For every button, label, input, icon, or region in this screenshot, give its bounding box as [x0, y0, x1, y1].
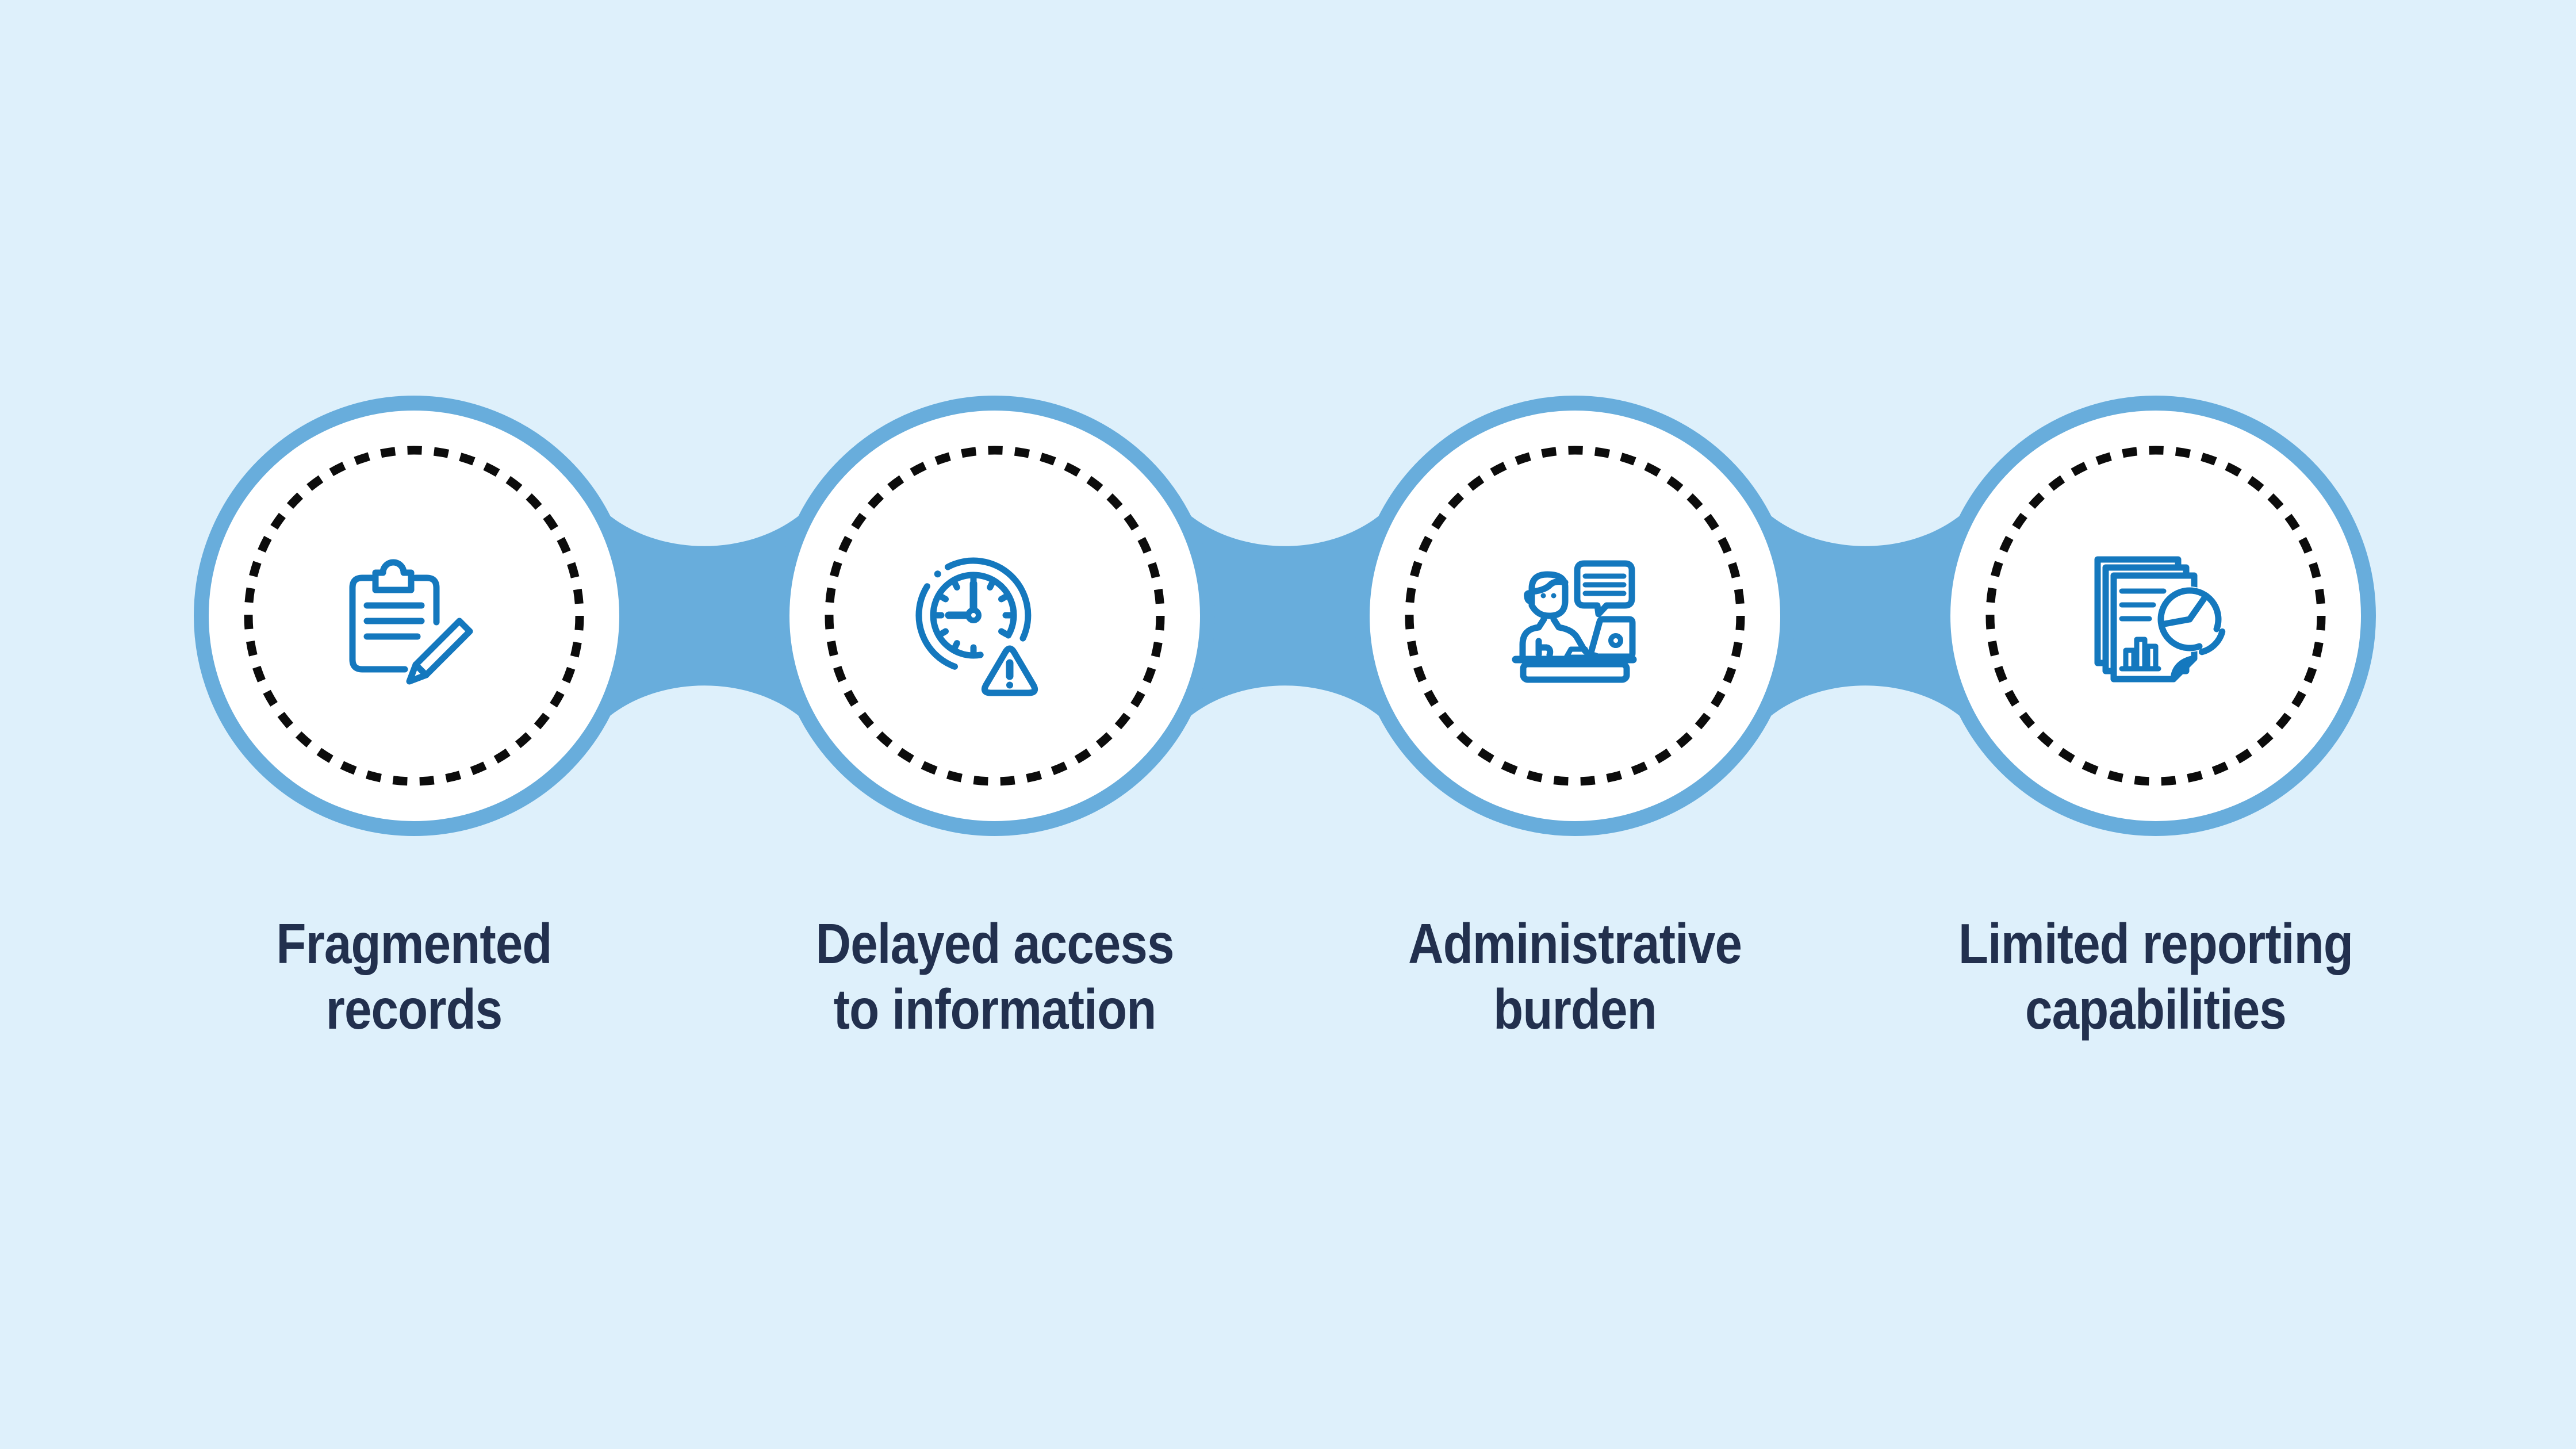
clock-warning-icon: [915, 557, 1038, 696]
step-1-label-line-1: Fragmented: [276, 913, 551, 976]
step-3-dashed-circle: [1405, 446, 1745, 786]
step-1-dashed-circle: [244, 446, 584, 786]
report-documents-pie-chart-icon: [2094, 556, 2226, 683]
step-labels: Fragmented records Delayed access to inf…: [276, 913, 2353, 1041]
step-4-dashed-circle: [1985, 446, 2326, 786]
step-4-label-line-2: capabilities: [2025, 979, 2286, 1041]
connector-band-2: [1169, 494, 1401, 738]
step-2-outer-circle: [775, 396, 1215, 836]
step-3-label-line-2: burden: [1493, 979, 1657, 1041]
step-2-label-line-1: Delayed access: [816, 913, 1174, 976]
step-1-outer-circle: [194, 396, 634, 836]
clipboard-pencil-icon: [349, 559, 473, 685]
person-desk-laptop-icon: [1512, 560, 1637, 683]
step-circle-1: [194, 396, 634, 836]
step-3-label-line-1: Administrative: [1408, 913, 1742, 976]
step-2-dashed-circle: [825, 446, 1165, 786]
connector-band-3: [1749, 494, 1981, 738]
step-circle-3: [1355, 396, 1795, 836]
step-1-label-line-2: records: [326, 979, 503, 1041]
step-4-label-line-1: Limited reporting: [1958, 913, 2353, 976]
step-2-label-line-2: to information: [834, 979, 1156, 1041]
step-circle-2: [775, 396, 1215, 836]
connector-band-1: [588, 494, 821, 738]
step-3-outer-circle: [1355, 396, 1795, 836]
step-circle-4: [1935, 396, 2376, 836]
